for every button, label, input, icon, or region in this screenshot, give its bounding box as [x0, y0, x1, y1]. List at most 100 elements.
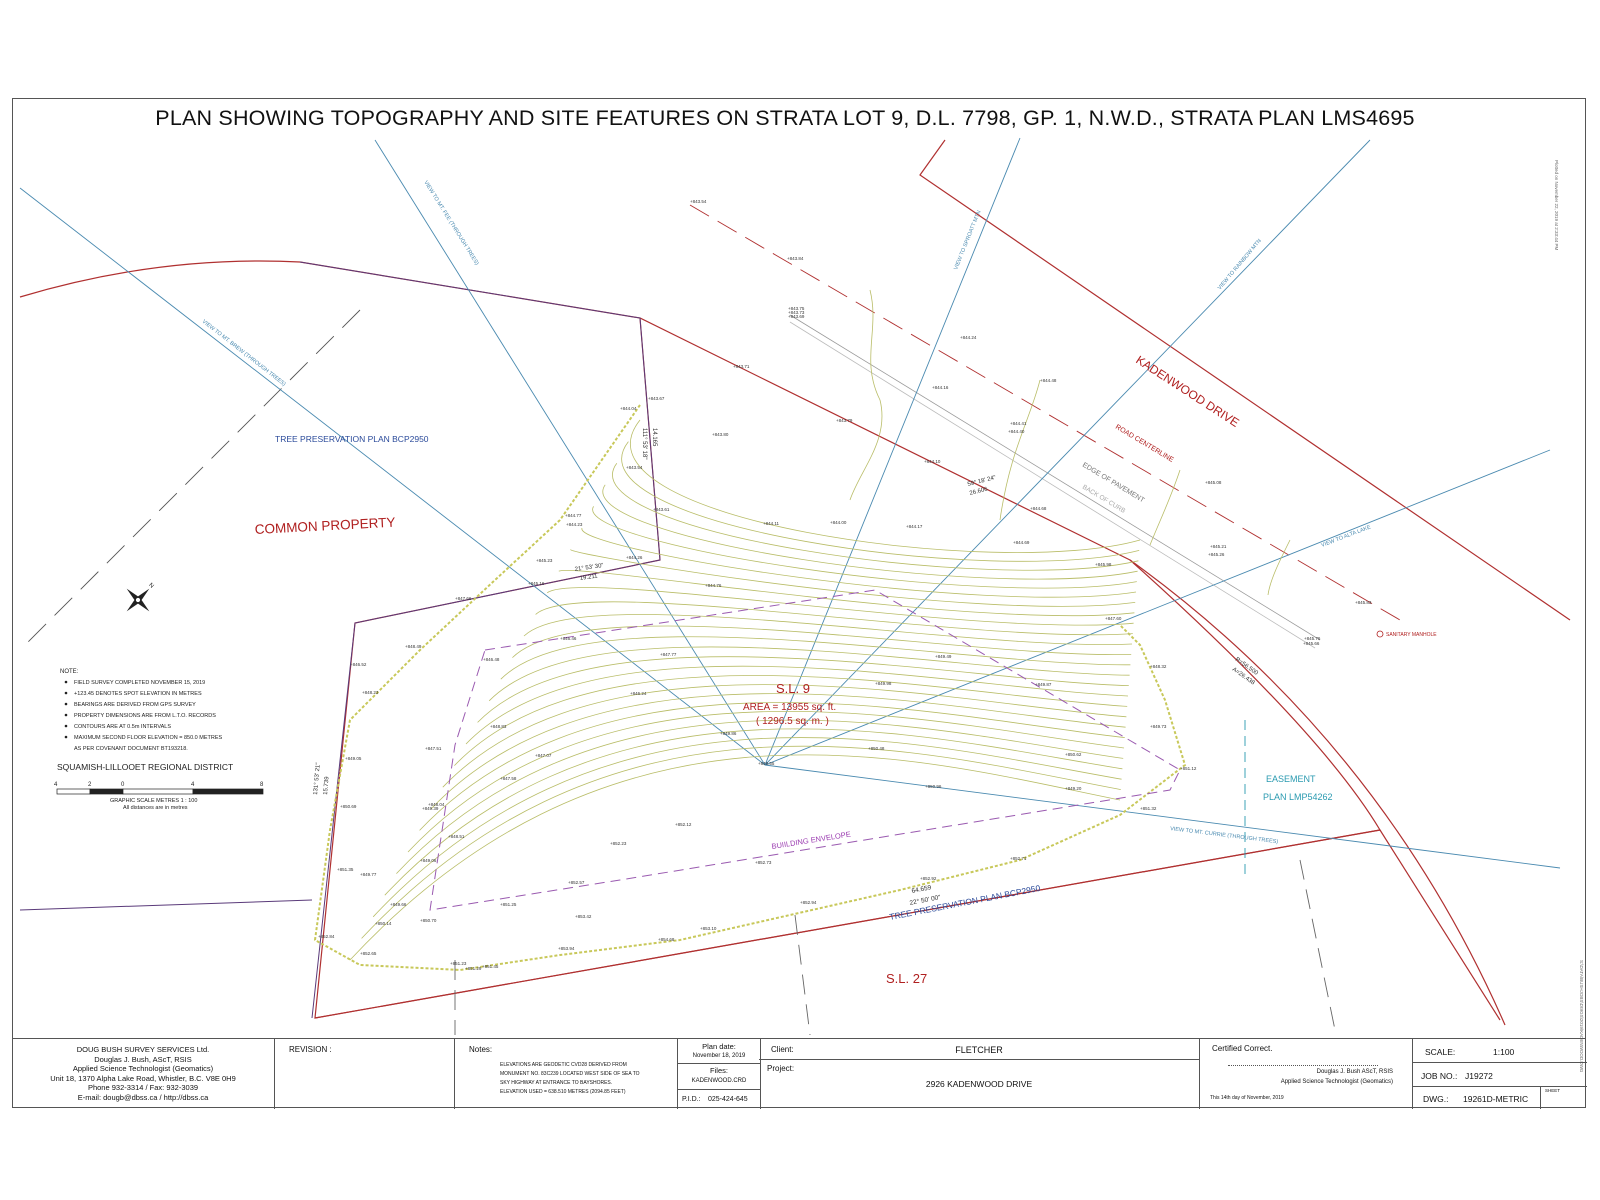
contour-line [592, 506, 1137, 589]
spot-elevation-label: +852.65 [360, 951, 377, 956]
spot-elevation-label: +849.05 [345, 756, 362, 761]
divider [678, 1089, 760, 1090]
spot-elevation-label: +852.92 [920, 876, 937, 881]
dashed-line-west [19, 309, 361, 651]
spot-elevation-label: +850.96 [925, 784, 942, 789]
spot-elevation-label: +847.66 [455, 596, 472, 601]
spot-elevation-label: +852.71 [1010, 856, 1027, 861]
spot-elevation-label: +843.80 [712, 432, 729, 437]
spot-elevation-label: +850.69 [340, 804, 357, 809]
dimension-distance-2: 19.211 [579, 573, 598, 582]
spot-elevation-label: +845.76 [1304, 636, 1321, 641]
revision-label: REVISION : [289, 1045, 332, 1054]
view-line-fee [374, 139, 766, 766]
contour-line [999, 379, 1041, 521]
view-line-brew [19, 187, 766, 766]
spot-elevation-label: +844.68 [1030, 506, 1047, 511]
spot-elevation-label: +849.98 [875, 681, 892, 686]
lot-area-m-label: ( 1296.5 sq. m. ) [756, 716, 829, 727]
note-item: CONTOURS ARE AT 0.5m INTERVALS [74, 724, 171, 730]
contour-line [1149, 469, 1181, 546]
tree-line [313, 404, 1187, 972]
spot-elevation-label: +844.04 [620, 406, 637, 411]
spot-elevation-label: +844.23 [566, 522, 583, 527]
spot-elevation-label: +850.70 [420, 918, 437, 923]
north-arrow-icon: N [126, 582, 155, 612]
contour-line [442, 684, 1127, 788]
note-item: MAXIMUM SECOND FLOOR ELEVATION = 850.0 M… [74, 735, 223, 741]
dwg-label: DWG.: [1423, 1094, 1449, 1104]
side-stamp-bottom: S:\DATA\BUSHJOBS\DWGS\2019\KADENWOOD.DWG [1579, 960, 1584, 1073]
spot-elevation-label: +852.73 [755, 860, 772, 865]
spot-elevation-label: +850.48 [868, 746, 885, 751]
client-value: FLETCHER [955, 1045, 1003, 1055]
spot-elevation-label: +849.86 [720, 731, 737, 736]
easement-plan-label: PLAN LMP54262 [1263, 792, 1333, 802]
strata-lot-boundary-west [299, 261, 661, 1019]
files-value: KADENWOOD.CRD [691, 1078, 747, 1084]
job-info-cell: SCALE: 1:100 JOB NO.: J19272 DWG.: 19261… [1412, 1039, 1587, 1109]
client-cell: Client: FLETCHER Project: 2926 KADENWOOD… [759, 1039, 1199, 1109]
view-fee-label: VIEW TO MT. FEE (THROUGH TREES) [422, 180, 479, 267]
spot-elevation-label: +848.49 [405, 644, 422, 649]
note-item: PROPERTY DIMENSIONS ARE FROM L.T.O. RECO… [74, 713, 216, 719]
dimension-bearing-3: 59° 18' 24" [967, 475, 997, 488]
view-line-currie [764, 764, 1561, 869]
view-brew-label: VIEW TO MT. BREW (THROUGH TREES) [201, 319, 287, 388]
dimension-bearing-1: 111° 53' 18" [641, 428, 647, 459]
building-envelope-label: BUIILDING ENVELOPE [771, 830, 851, 851]
spot-elevation-label: +851.25 [500, 902, 517, 907]
spot-elevation-label: +848.51 [448, 834, 465, 839]
cert-name: Douglas J. Bush AScT, RSIS [1316, 1069, 1393, 1075]
spot-elevation-label: +844.77 [565, 513, 582, 518]
project-value: 2926 KADENWOOD DRIVE [925, 1079, 1033, 1089]
tree-plan-top-label: TREE PRESERVATION PLAN BCP2950 [275, 434, 429, 444]
spot-elevation-label: +852.23 [610, 841, 627, 846]
spot-elevation-label: +847.07 [535, 753, 552, 758]
contour-line [602, 484, 1138, 580]
revision-cell: REVISION : [274, 1039, 455, 1109]
road-centerline [689, 204, 1401, 621]
divider [678, 1063, 760, 1064]
spot-elevation-label: +848.83 [490, 724, 507, 729]
contour-line [396, 719, 1124, 874]
spot-elevation-label: +849.66 [390, 902, 407, 907]
contour-line [570, 549, 1136, 607]
dimension-distance-4: 15.739 [323, 776, 331, 795]
spot-elevation-label: +849.55 [758, 761, 775, 766]
title-block: DOUG BUSH SURVEY SERVICES Ltd. Douglas J… [12, 1038, 1587, 1109]
job-label: JOB NO.: [1421, 1071, 1458, 1081]
edge-of-pavement-label: EDGE OF PAVEMENT [1081, 462, 1146, 505]
spot-elevation-label: +844.40 [1008, 429, 1025, 434]
spot-elevation-label: +843.54 [690, 199, 707, 204]
contour-lines [349, 289, 1291, 961]
dashed-line-east [1299, 859, 1336, 1031]
spot-elevation-label: +843.67 [648, 396, 665, 401]
contour-line [1267, 539, 1291, 596]
firm-role: Applied Science Technologist (Geomatics) [72, 1064, 214, 1073]
spot-elevation-label: +847.60 [1105, 616, 1122, 621]
lot-line-west [19, 899, 313, 911]
contour-line [430, 693, 1126, 810]
dimension-distance-3: 26.606 [969, 487, 989, 497]
firm-person: Douglas J. Bush, AScT, RSIS [94, 1054, 192, 1064]
note-item: AS PER COVENANT DOCUMENT BT193218. [74, 746, 188, 752]
spot-elevation-label: +845.21 [1210, 544, 1227, 549]
notes-cell: Notes: ELEVATIONS ARE GEODETIC CVD28 DER… [454, 1039, 678, 1109]
scale-tick: 2 [88, 782, 92, 788]
contour-line [384, 728, 1123, 896]
cert-date: This 14th day of November, 2019 [1210, 1095, 1284, 1101]
spot-elevation-label: +843.69 [788, 314, 805, 319]
spot-elevation-label: +845.16 [528, 581, 545, 586]
spot-elevation-label: +844.69 [1013, 540, 1030, 545]
sheet-divider [1540, 1086, 1541, 1109]
lot-line-east-extension [1379, 829, 1501, 1021]
spot-elevation-label: +851.45 [482, 964, 499, 969]
contour-line [546, 587, 1134, 626]
spot-elevation-label: +843.84 [787, 256, 804, 261]
spot-elevation-label: +844.48 [1040, 378, 1057, 383]
back-of-curb [789, 321, 1316, 649]
firm-phone: Phone 932-3314 / Fax: 932-3039 [87, 1083, 199, 1092]
spot-elevation-label: +850.14 [375, 921, 392, 926]
